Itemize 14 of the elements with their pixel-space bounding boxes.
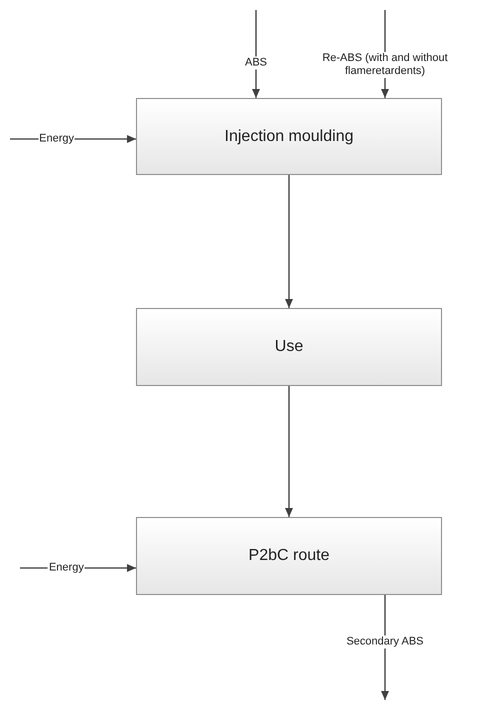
edge-label: Energy — [38, 132, 76, 146]
arrow — [252, 10, 260, 98]
arrow — [381, 595, 389, 700]
process-box — [136, 517, 442, 595]
process-box — [136, 98, 442, 175]
arrow — [285, 386, 293, 517]
edge-label: Energy — [48, 562, 85, 574]
process-label: Injection moulding — [224, 128, 354, 146]
process-box — [136, 308, 442, 386]
process-label: Use — [274, 338, 304, 356]
edge-label: ABS — [244, 56, 268, 70]
edge-label: Secondary ABS — [345, 636, 425, 649]
arrow — [285, 175, 293, 308]
process-label: P2bC route — [248, 547, 330, 565]
